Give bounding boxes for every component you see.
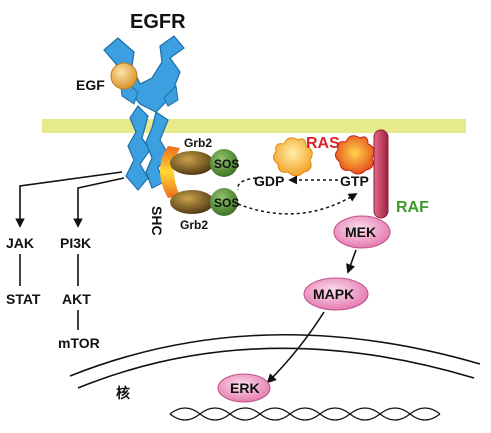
ras-label: RAS — [306, 135, 340, 152]
mapk-label: MAPK — [313, 286, 354, 302]
akt-label: AKT — [62, 291, 91, 307]
nucleus-label: 核 — [116, 385, 130, 401]
egfr-receptor — [103, 35, 185, 191]
erk-node — [217, 373, 271, 403]
nuclear-envelope-outer — [69, 333, 481, 377]
raf-label: RAF — [396, 199, 429, 216]
gtp-label: GTP — [340, 173, 369, 189]
grb2-bottom — [170, 190, 214, 214]
mek-to-mapk-arrow — [346, 249, 357, 274]
egf-ligand — [110, 62, 138, 90]
nuclear-envelope-inner — [77, 347, 475, 389]
mapk-node — [303, 277, 369, 311]
pi3k-label: PI3K — [60, 235, 91, 251]
sos-bottom-label: SOS — [214, 196, 239, 210]
shc-label: SHC — [149, 206, 165, 236]
grb2-top-label: Grb2 — [184, 136, 212, 150]
mek-label: MEK — [345, 224, 376, 240]
raf-protein — [373, 129, 389, 219]
grb2-top — [170, 151, 214, 175]
receptor-to-jak-arrow — [15, 171, 123, 228]
ras-gtp-protein — [334, 135, 375, 175]
sos-bottom — [210, 188, 238, 216]
erk-label: ERK — [230, 380, 260, 396]
jak-label: JAK — [6, 235, 34, 251]
egfr-label: EGFR — [130, 11, 186, 33]
mtor-label: mTOR — [58, 335, 100, 351]
mek-node — [333, 215, 391, 249]
grb2-bottom-label: Grb2 — [180, 218, 208, 232]
sos-top — [210, 149, 238, 177]
sos-top-label: SOS — [214, 157, 239, 171]
egf-label: EGF — [76, 77, 105, 93]
gdp-label: GDP — [254, 173, 284, 189]
ras-gdp-protein — [272, 137, 313, 177]
dna-double-helix — [169, 407, 441, 421]
mapk-to-erk-arrow — [266, 311, 325, 384]
cell-membrane — [42, 119, 466, 133]
receptor-to-pi3k-arrow — [73, 177, 125, 228]
gdp-to-sos-dotted-link — [237, 177, 257, 191]
stat-label: STAT — [6, 291, 41, 307]
sos-to-gtp-arrow — [237, 193, 358, 215]
